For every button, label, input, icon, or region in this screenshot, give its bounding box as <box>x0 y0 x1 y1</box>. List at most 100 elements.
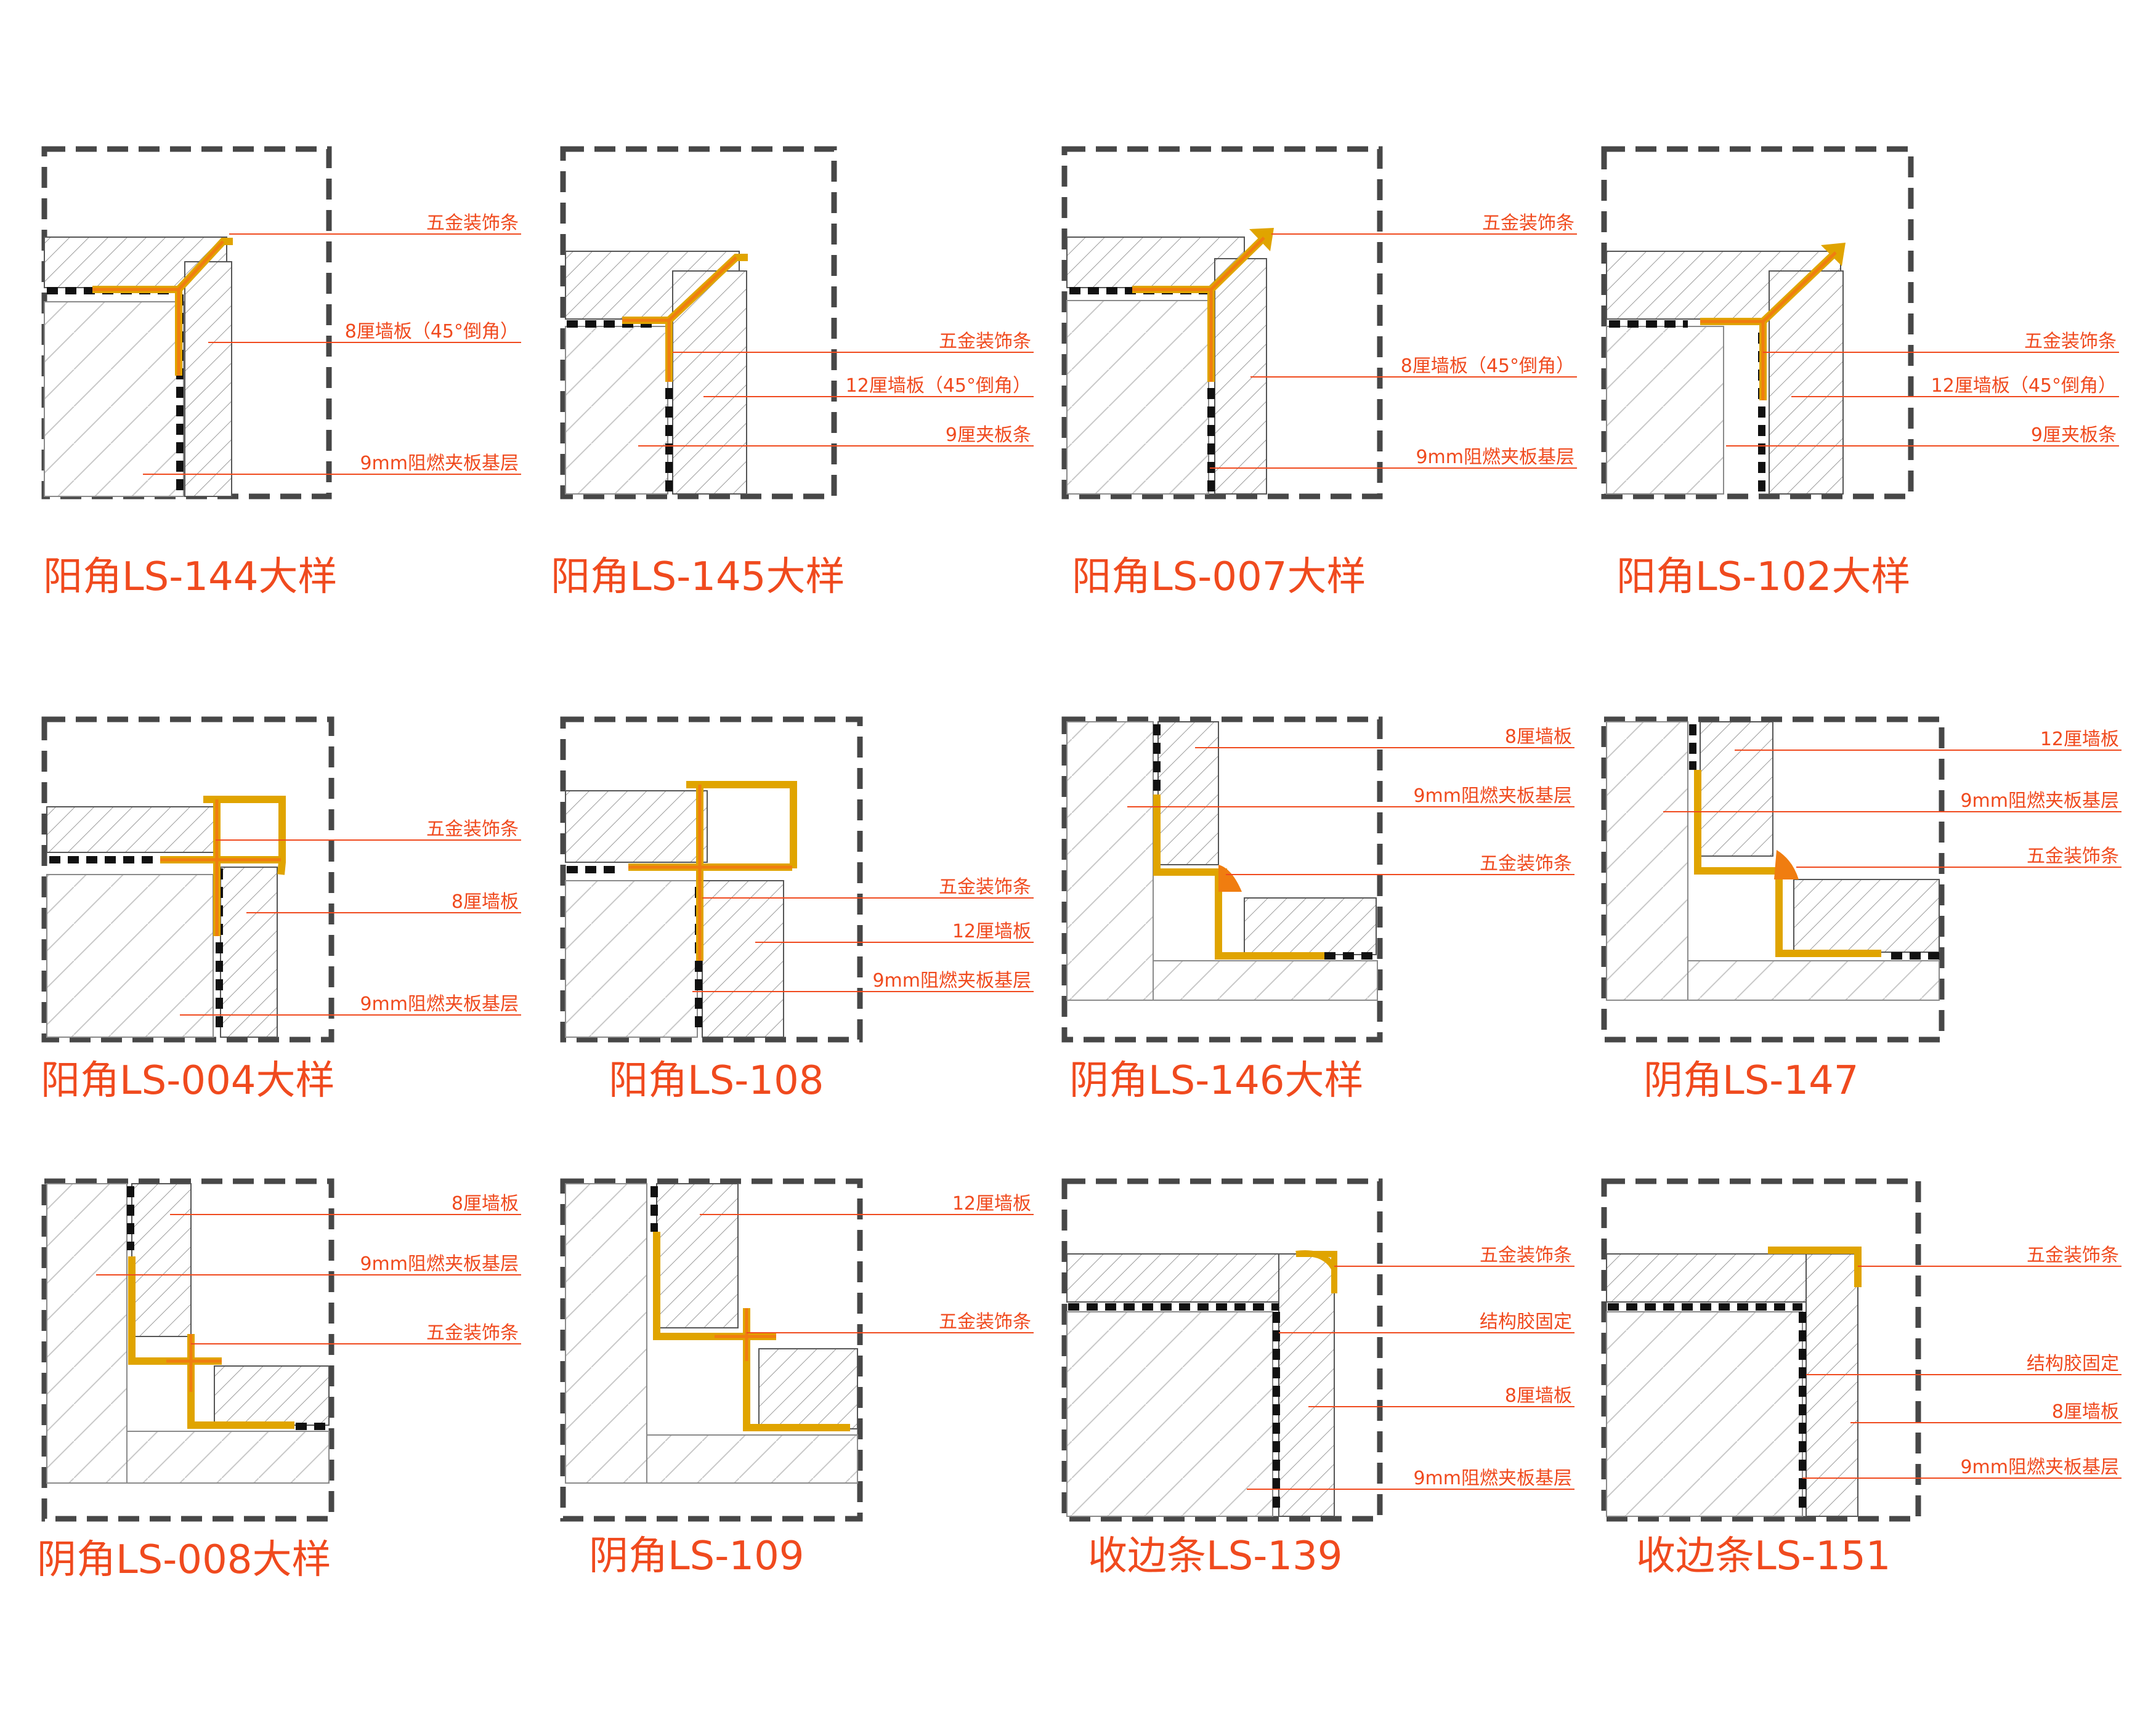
wall-panel-vertical <box>656 1183 739 1328</box>
callout-label: 8厘墙板 <box>452 891 519 913</box>
callout-label: 12厘墙板（45°倒角） <box>846 375 1031 397</box>
substrate <box>1066 1311 1273 1517</box>
panel-titles: 阳角LS-144大样 阳角LS-145大样 阳角LS-007大样 阳角LS-10… <box>37 554 1911 1583</box>
callout-label: 五金装饰条 <box>1480 1245 1572 1266</box>
callout-labels: 五金装饰条 8厘墙板（45°倒角） 9mm阻燃夹板基层 五金装饰条 12厘墙板（… <box>345 212 2119 1489</box>
wall-panel-horizontal <box>46 806 215 853</box>
callout-label: 结构胶固定 <box>2027 1353 2119 1375</box>
substrate-horizontal <box>1153 960 1378 1001</box>
panel-ls-109 <box>560 1178 863 1522</box>
panel-title: 阴角LS-147 <box>1643 1058 1859 1104</box>
callout-label: 五金装饰条 <box>939 876 1031 898</box>
substrate <box>1066 300 1209 495</box>
panel-title: 收边条LS-139 <box>1088 1534 1343 1579</box>
callout-label: 五金装饰条 <box>426 819 519 840</box>
substrate <box>565 326 668 495</box>
wall-panel-horizontal <box>758 1348 858 1429</box>
callout-label: 9厘夹板条 <box>946 424 1031 446</box>
wall-panel-horizontal <box>565 790 708 863</box>
panel-ls-145 <box>560 146 837 499</box>
panel-title: 阳角LS-108 <box>609 1058 824 1104</box>
panel-frame <box>1601 1178 1921 1522</box>
panel-ls-108 <box>560 716 863 1043</box>
wall-panel-horizontal <box>1244 897 1377 955</box>
callout-label: 结构胶固定 <box>1480 1311 1572 1333</box>
panel-frame <box>560 716 863 1043</box>
callout-label: 9mm阻燃夹板基层 <box>1960 790 2119 812</box>
metal-trim-profile <box>1295 1250 1337 1293</box>
panel-frame <box>1601 716 1945 1043</box>
panel-title: 阴角LS-109 <box>589 1534 804 1579</box>
substrate-vertical <box>565 1183 647 1484</box>
substrate <box>44 301 184 497</box>
metal-trim-cove <box>1218 865 1242 892</box>
wall-panel-vertical <box>1278 1253 1335 1517</box>
panel-frame <box>560 146 837 499</box>
panel-ls-144 <box>41 146 332 499</box>
callout-label: 9mm阻燃夹板基层 <box>360 993 519 1015</box>
metal-trim-profile <box>1768 1247 1862 1287</box>
callout-label: 9厘夹板条 <box>2031 424 2117 446</box>
callout-label: 五金装饰条 <box>426 212 519 234</box>
metal-trim-inner <box>160 799 281 936</box>
panel-ls-008 <box>41 1178 334 1522</box>
callout-label: 9mm阻燃夹板基层 <box>1413 785 1572 807</box>
panel-ls-151 <box>1601 1178 1921 1522</box>
callout-label: 9mm阻燃夹板基层 <box>1413 1468 1572 1489</box>
panel-title: 阳角LS-102大样 <box>1616 554 1911 600</box>
panel-title: 阴角LS-008大样 <box>37 1537 331 1583</box>
panel-ls-147 <box>1601 716 1945 1043</box>
panel-frame <box>41 716 334 1043</box>
callout-label: 9mm阻燃夹板基层 <box>872 970 1031 992</box>
callout-label: 五金装饰条 <box>2027 846 2119 867</box>
panel-title: 阳角LS-007大样 <box>1072 554 1366 600</box>
wall-panel-vertical <box>1700 721 1773 857</box>
callout-label: 8厘墙板（45°倒角） <box>1401 355 1574 377</box>
metal-trim-inner <box>92 240 224 376</box>
callout-label: 8厘墙板 <box>452 1193 519 1215</box>
callout-label: 五金装饰条 <box>426 1322 519 1344</box>
callout-label: 五金装饰条 <box>2024 331 2117 352</box>
wall-panel-horizontal <box>214 1365 330 1426</box>
panel-title: 阴角LS-146大样 <box>1069 1058 1364 1104</box>
panel-ls-102 <box>1601 146 1914 499</box>
wall-panel-vertical <box>702 880 784 1038</box>
substrate <box>565 880 698 1038</box>
panel-frame <box>1061 1178 1383 1522</box>
callout-label: 五金装饰条 <box>2027 1245 2119 1266</box>
callout-label: 8厘墙板 <box>1505 726 1572 748</box>
callout-label: 9mm阻燃夹板基层 <box>360 453 519 474</box>
substrate-horizontal <box>1687 960 1940 1001</box>
callout-label: 9mm阻燃夹板基层 <box>1416 447 1574 468</box>
callout-label: 五金装饰条 <box>1480 853 1572 875</box>
callout-label: 12厘墙板 <box>952 921 1031 942</box>
metal-trim-inner <box>628 785 792 961</box>
callout-label: 12厘墙板 <box>952 1193 1031 1215</box>
substrate <box>1606 326 1724 495</box>
panel-title: 阳角LS-004大样 <box>41 1058 335 1104</box>
substrate <box>1606 1311 1803 1517</box>
panel-frame <box>41 1178 334 1522</box>
metal-trim-inner <box>715 1308 776 1361</box>
metal-trim-inner <box>1132 236 1265 382</box>
substrate-vertical <box>1066 721 1154 1001</box>
leader-lines <box>96 233 2122 1490</box>
substrate-horizontal <box>126 1431 330 1484</box>
substrate-vertical <box>46 1183 128 1484</box>
panel-ls-007 <box>1061 146 1383 499</box>
wall-panel-horizontal <box>1793 879 1940 953</box>
callout-label: 8厘墙板（45°倒角） <box>345 321 519 342</box>
substrate <box>46 874 214 1038</box>
metal-trim-profile <box>1153 794 1324 960</box>
metal-trim-inner <box>622 256 737 382</box>
wall-panel-vertical <box>1157 721 1219 865</box>
metal-trim-inner <box>1700 251 1837 400</box>
metal-trim-profile <box>1694 770 1881 957</box>
wall-panel-vertical <box>1805 1253 1858 1517</box>
callout-label: 五金装饰条 <box>939 331 1031 352</box>
panel-title: 阳角LS-145大样 <box>551 554 845 600</box>
callout-label: 五金装饰条 <box>939 1311 1031 1333</box>
panel-frame <box>1061 716 1383 1043</box>
callout-label: 9mm阻燃夹板基层 <box>360 1253 519 1275</box>
